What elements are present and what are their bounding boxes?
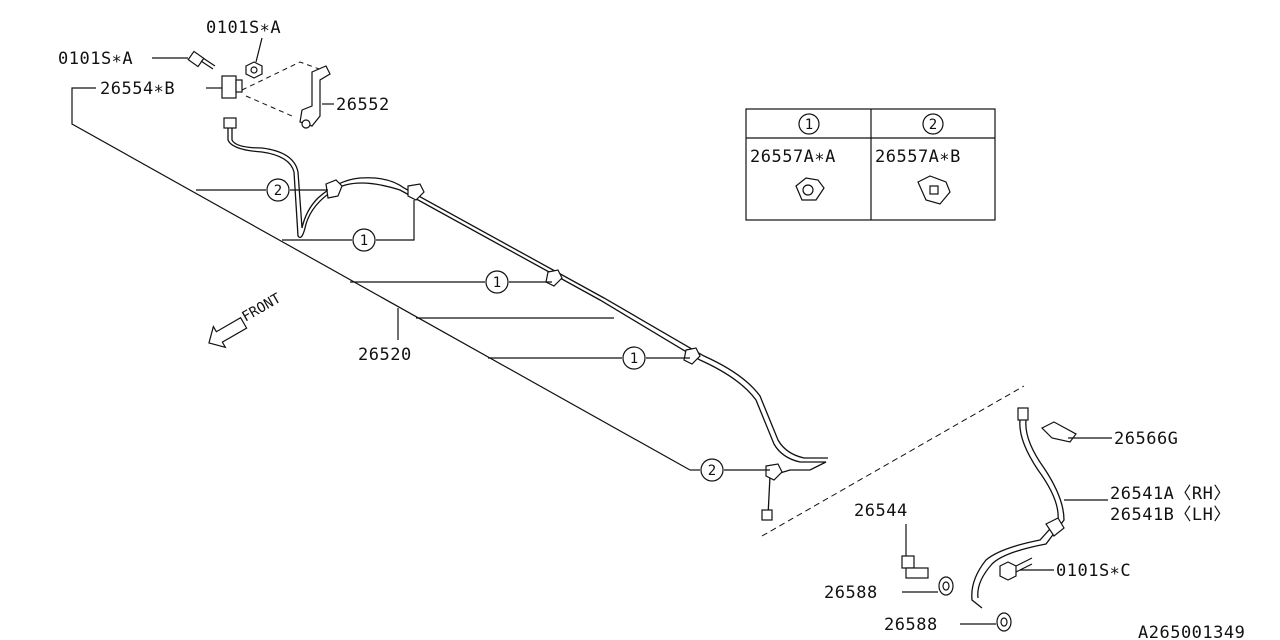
leader-c1-top-right — [376, 200, 415, 241]
brake-pipe-26520-wall — [231, 128, 828, 459]
callout-circle-1-low — [622, 346, 646, 370]
table-key-circle-2 — [922, 113, 944, 135]
table-key-1: 1 — [805, 117, 813, 133]
front-direction-arrow: FRONT — [208, 290, 284, 349]
clip-2-bottom — [765, 463, 783, 481]
callout-circle-1-top — [352, 228, 376, 252]
phantom-line-bracket — [241, 61, 323, 117]
diagram-id: A265001349 — [1138, 623, 1245, 640]
pipe-flare-nut-top — [223, 117, 237, 129]
clip-legend-table: 1 2 26557A∗A 26557A∗B — [745, 108, 996, 221]
pipe-flare-nut-bottom — [761, 509, 773, 521]
gasket-26588-upper — [938, 576, 954, 596]
clip-1-low — [683, 347, 701, 365]
label-connector-26554-b: 26554∗B — [100, 79, 175, 99]
front-label: FRONT — [239, 290, 284, 325]
callout-circle-2-top — [266, 178, 290, 202]
bolt-0101s-a-top — [245, 61, 263, 79]
label-bolt-0101s-c: 0101S∗C — [1056, 561, 1131, 581]
callout-2-bottom: 2 — [708, 463, 716, 479]
label-hose-rh: 26541A〈RH〉 — [1110, 484, 1231, 504]
callout-circle-2-bottom — [700, 458, 724, 482]
label-pipe-26520: 26520 — [358, 345, 412, 365]
clip-icon-26557a-b — [917, 175, 951, 205]
callout-1-low: 1 — [630, 351, 638, 367]
bolt-0101s-a-left — [187, 50, 216, 70]
clip-2-top — [325, 179, 343, 199]
leader-bolt-top — [255, 37, 263, 63]
brake-hose-26541 — [971, 419, 1059, 609]
clip-icon-26557a-a — [795, 177, 825, 201]
gasket-26588-lower — [996, 612, 1012, 632]
union-bolt-26544 — [901, 555, 929, 579]
label-bolt-0101s-a-top: 0101S∗A — [206, 18, 281, 38]
hose-bracket-fitting — [1045, 517, 1065, 537]
callout-2-top: 2 — [274, 183, 282, 199]
label-bolt-0101s-a-left: 0101S∗A — [58, 49, 133, 69]
bolt-0101s-c — [999, 557, 1033, 581]
clip-1-mid — [545, 269, 563, 287]
table-key-circle-1 — [798, 113, 820, 135]
table-part-26557a-b: 26557A∗B — [875, 147, 961, 167]
brake-hose-26541-wall — [977, 419, 1065, 599]
bracket-26566g — [1040, 421, 1077, 443]
bracket-26552 — [299, 65, 331, 129]
label-gasket-26588-lower: 26588 — [884, 615, 938, 635]
leader-frame-26520 — [71, 87, 691, 471]
label-gasket-26588-upper: 26588 — [824, 583, 878, 603]
callout-circle-1-mid — [485, 270, 509, 294]
callout-1-mid: 1 — [493, 275, 501, 291]
hose-fitting-top — [1017, 407, 1029, 421]
connector-26554-b — [221, 75, 243, 99]
brake-pipe-26520 — [227, 128, 827, 517]
label-bracket-26566g: 26566G — [1114, 429, 1178, 449]
table-part-26557a-a: 26557A∗A — [750, 147, 836, 167]
phantom-line-hose — [761, 385, 1025, 537]
label-bracket-26552: 26552 — [336, 95, 390, 115]
clip-1-top — [407, 183, 425, 201]
table-key-2: 2 — [929, 117, 937, 133]
label-union-bolt-26544: 26544 — [854, 501, 908, 521]
callout-1-top: 1 — [360, 233, 368, 249]
label-hose-lh: 26541B〈LH〉 — [1110, 505, 1231, 525]
